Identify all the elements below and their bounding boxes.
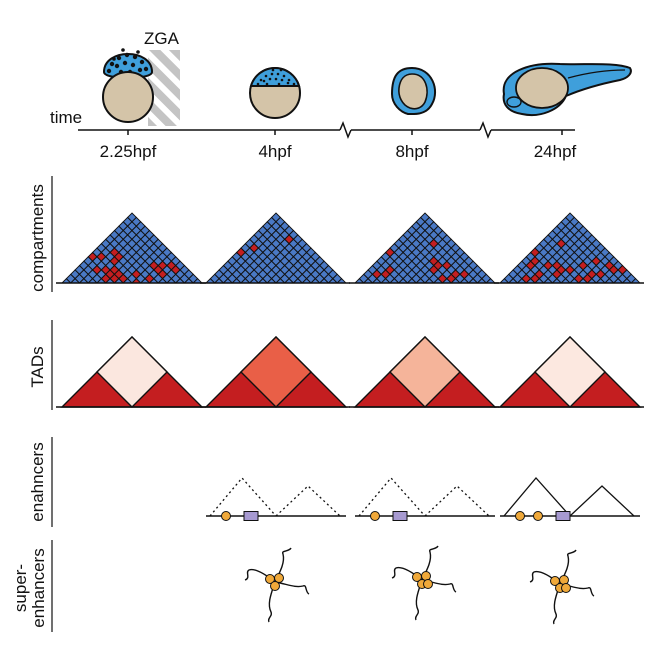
compartment-map-1 (56, 212, 206, 284)
tad-map-1 (56, 336, 206, 408)
chromatin-arm (267, 581, 276, 623)
enhancer-contact-arc-2 (424, 485, 490, 517)
enhancer-contact-arc-1 (209, 477, 277, 517)
chromatin-arm (552, 583, 561, 625)
enhancer-loop-2 (206, 477, 346, 521)
super-enhancer-cluster-1 (244, 547, 310, 623)
enhancer-loop-3 (355, 477, 495, 521)
compartment-map-3 (349, 212, 499, 284)
enhancer-contact-arc-1 (503, 477, 571, 517)
time-axis (78, 120, 575, 140)
chromatin-arm (414, 579, 423, 621)
stage-label-3: 8hpf (395, 142, 428, 161)
chromatin-arm (421, 545, 439, 581)
compartment-map-2 (200, 212, 350, 284)
row-labels: compartments TADs enahncers super- enhan… (11, 176, 53, 632)
time-axis-label: time (50, 108, 82, 127)
enhancer-dot (270, 581, 280, 591)
embryo-24hpf (502, 62, 632, 116)
tads-row (56, 336, 644, 408)
tad-map-3 (349, 336, 499, 408)
row-label-enhancers: enahncers (28, 442, 47, 521)
row-label-compartments: compartments (28, 184, 47, 292)
tad-interaction-diamond (96, 336, 168, 408)
tad-interaction-diamond (240, 336, 312, 408)
enhancer-contact-arc-1 (358, 477, 426, 517)
enhancer-dot (515, 511, 525, 521)
enhancer-dot (274, 573, 284, 583)
row-label-super-line2: enhancers (29, 548, 48, 627)
enhancer-contact-arc-2 (569, 485, 635, 517)
stage-label-1: 2.25hpf (100, 142, 157, 161)
enhancer-dot (370, 511, 380, 521)
stage-label-2: 4hpf (258, 142, 291, 161)
tad-interaction-diamond (534, 336, 606, 408)
compartment-map-4 (494, 212, 644, 284)
tad-map-2 (200, 336, 350, 408)
enhancer-dot (533, 511, 543, 521)
embryo-4hpf (249, 67, 301, 119)
super-enhancer-cluster-3 (529, 549, 595, 625)
chromatin-arm (274, 581, 310, 595)
enhancer-loop-4 (500, 477, 640, 521)
embryo-2-25hpf (102, 48, 154, 123)
chromatin-arm (274, 547, 292, 583)
zga-band (148, 50, 180, 126)
super-enhancer-cluster-2 (391, 545, 457, 621)
promoter-box (392, 511, 408, 521)
compartments-row (56, 212, 644, 284)
enhancer-dot (423, 579, 433, 589)
timeline: ZGA time 2.25hpf 4hpf 8hpf 24hpf (50, 29, 632, 161)
stage-label-4: 24hpf (534, 142, 577, 161)
promoter-box (555, 511, 571, 521)
tad-map-4 (494, 336, 644, 408)
super-enhancers-row (244, 545, 595, 625)
enhancer-dot (561, 583, 571, 593)
tad-interaction-diamond (389, 336, 461, 408)
enhancer-dot (221, 511, 231, 521)
promoter-box (243, 511, 259, 521)
enhancer-contact-arc-2 (275, 485, 341, 517)
chromatin-arm (559, 549, 577, 585)
zga-label: ZGA (144, 29, 180, 48)
embryo-8hpf (390, 66, 437, 115)
enhancers-row (206, 477, 640, 521)
row-label-tads: TADs (28, 346, 47, 387)
row-label-super-line1: super- (11, 564, 30, 612)
